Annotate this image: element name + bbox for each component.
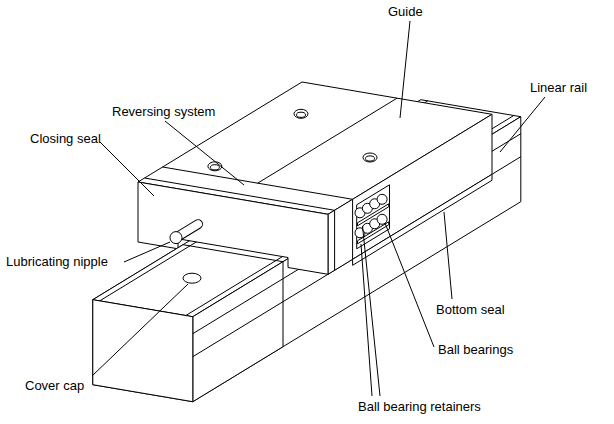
- linear-rail-front: [93, 245, 283, 402]
- part-label: Lubricating nipple: [6, 254, 108, 269]
- leader-line: [385, 223, 434, 347]
- guide-block: [297, 112, 306, 117]
- part-label: Bottom seal: [436, 302, 505, 317]
- guide-block: [210, 165, 219, 170]
- linear-rail-front: [193, 279, 283, 334]
- leader-line: [92, 21, 545, 396]
- part-label: Ball bearing retainers: [358, 399, 481, 414]
- cutaway: [377, 194, 387, 204]
- guide-block: [363, 153, 377, 162]
- cutaway: [358, 204, 389, 226]
- leader-line: [400, 21, 410, 118]
- linear-rail-front: [193, 262, 283, 402]
- lubricating-nipple: [180, 224, 198, 235]
- leader-line: [363, 226, 381, 396]
- part-label: Guide: [388, 4, 423, 19]
- lubricating-nipple: [170, 224, 198, 243]
- leader-line: [500, 97, 545, 152]
- linear-rail: [93, 300, 193, 402]
- lubricating-nipple: [180, 224, 198, 235]
- guide-block: [163, 167, 353, 259]
- linear-rail-front: [193, 302, 283, 357]
- guide-block: [366, 156, 375, 161]
- part-label: Ball bearings: [438, 342, 513, 357]
- cutaway: [377, 214, 387, 224]
- guide-block: [208, 162, 222, 171]
- lubricating-nipple: [170, 232, 182, 244]
- leader-line: [100, 142, 154, 196]
- linear-rail-front: [100, 246, 190, 301]
- leader-line: [444, 212, 452, 299]
- linear-rail-front: [186, 261, 276, 316]
- cutaway: [355, 185, 390, 249]
- part-label: Linear rail: [530, 80, 587, 95]
- leader-line: [92, 284, 188, 376]
- part-label: Reversing system: [112, 104, 215, 119]
- linear-rail-front: [93, 300, 193, 402]
- leader-line: [124, 242, 170, 262]
- part-label: Cover cap: [25, 378, 84, 393]
- part-label: Closing seal: [30, 131, 101, 146]
- bottom-seal: [353, 174, 492, 265]
- leader-line: [165, 121, 244, 185]
- guide-block: [294, 109, 308, 118]
- guide-block: [258, 98, 397, 183]
- linear-rail-front: [183, 273, 201, 283]
- bottom-seal: [353, 174, 492, 265]
